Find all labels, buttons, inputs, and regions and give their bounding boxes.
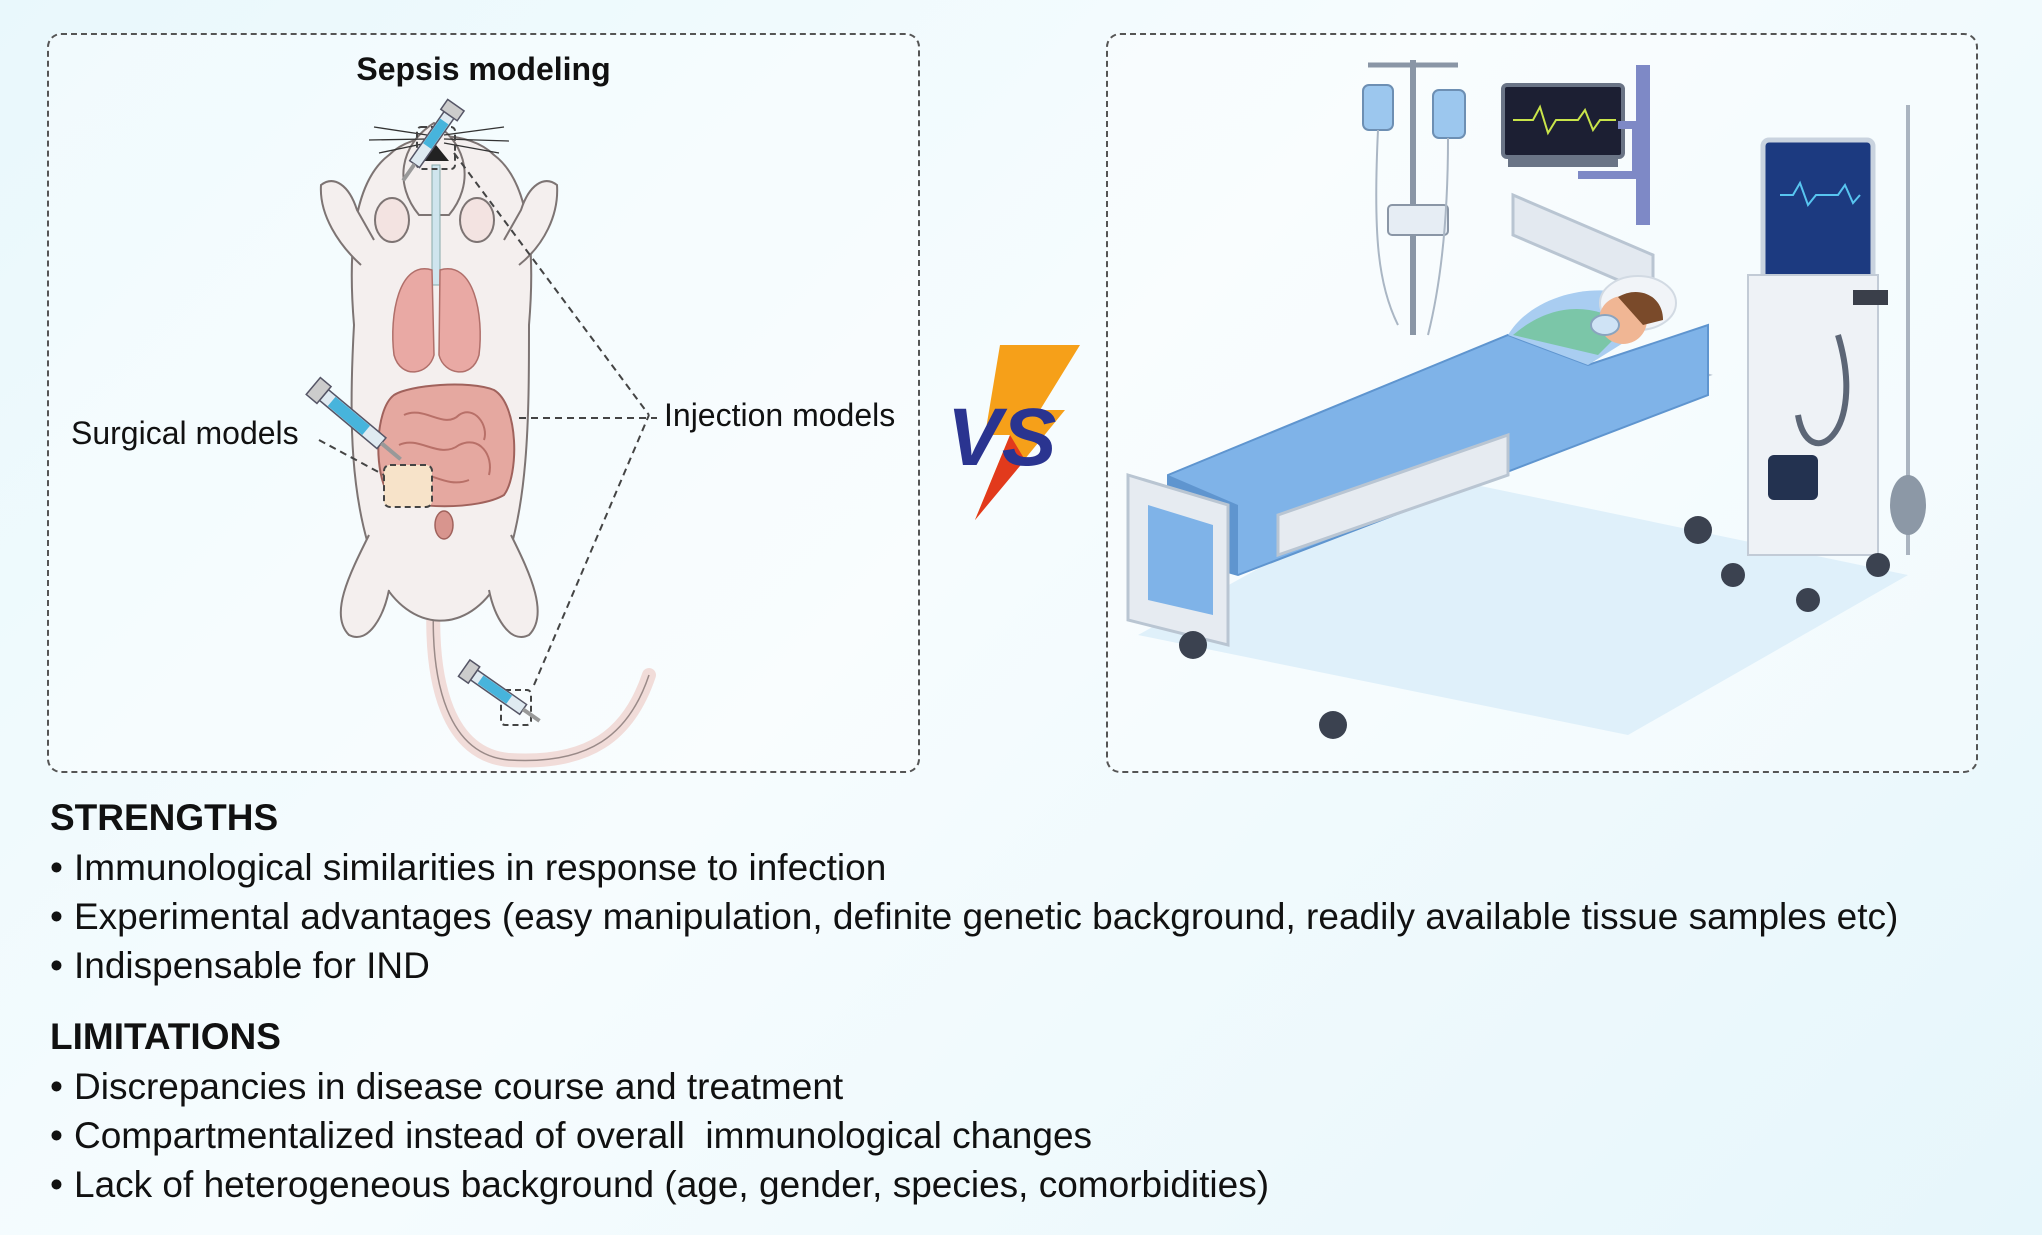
syringe-icon bbox=[457, 658, 541, 723]
surgical-models-label: Surgical models bbox=[71, 415, 299, 451]
list-item: •Immunological similarities in response … bbox=[50, 847, 887, 888]
monitor-icon bbox=[1501, 65, 1650, 225]
list-item-text: Immunological similarities in response t… bbox=[74, 847, 887, 888]
patient-icon bbox=[1513, 275, 1677, 355]
ventilator-icon bbox=[1721, 105, 1926, 612]
injection-models-label: Injection models bbox=[664, 397, 896, 433]
vs-text: VS bbox=[947, 392, 1056, 483]
bed-icon bbox=[1126, 192, 1713, 739]
iv-pole-icon bbox=[1362, 60, 1466, 336]
list-item-text: Discrepancies in disease course and trea… bbox=[74, 1066, 844, 1107]
lungs bbox=[392, 268, 435, 373]
patient-panel bbox=[1106, 33, 1978, 773]
strengths-section: STRENGTHS •Immunological similarities in… bbox=[50, 793, 1898, 990]
limitations-section: LIMITATIONS •Discrepancies in disease co… bbox=[50, 1012, 1269, 1209]
list-item: •Indispensable for IND bbox=[50, 945, 430, 986]
mouse-illustration bbox=[305, 98, 657, 768]
list-item-text: Experimental advantages (easy manipulati… bbox=[74, 896, 1899, 937]
limitations-heading: LIMITATIONS bbox=[50, 1016, 281, 1057]
list-item-text: Indispensable for IND bbox=[74, 945, 430, 986]
list-item: •Compartmentalized instead of overall im… bbox=[50, 1115, 1093, 1156]
list-item-text: Lack of heterogeneous background (age, g… bbox=[74, 1164, 1270, 1205]
syringe-icon bbox=[401, 98, 466, 182]
mouse-model-panel: Sepsis modeling bbox=[47, 33, 920, 773]
list-item: •Lack of heterogeneous background (age, … bbox=[50, 1164, 1270, 1205]
vs-logo: VS bbox=[947, 345, 1080, 520]
list-item-text: Compartmentalized instead of overall imm… bbox=[74, 1115, 1093, 1156]
list-item: •Discrepancies in disease course and tre… bbox=[50, 1066, 844, 1107]
hospital-bed-illustration bbox=[1126, 60, 1926, 739]
panel-title: Sepsis modeling bbox=[356, 51, 611, 87]
list-item: •Experimental advantages (easy manipulat… bbox=[50, 896, 1899, 937]
strengths-heading: STRENGTHS bbox=[50, 797, 279, 838]
syringe-icon bbox=[305, 376, 402, 461]
